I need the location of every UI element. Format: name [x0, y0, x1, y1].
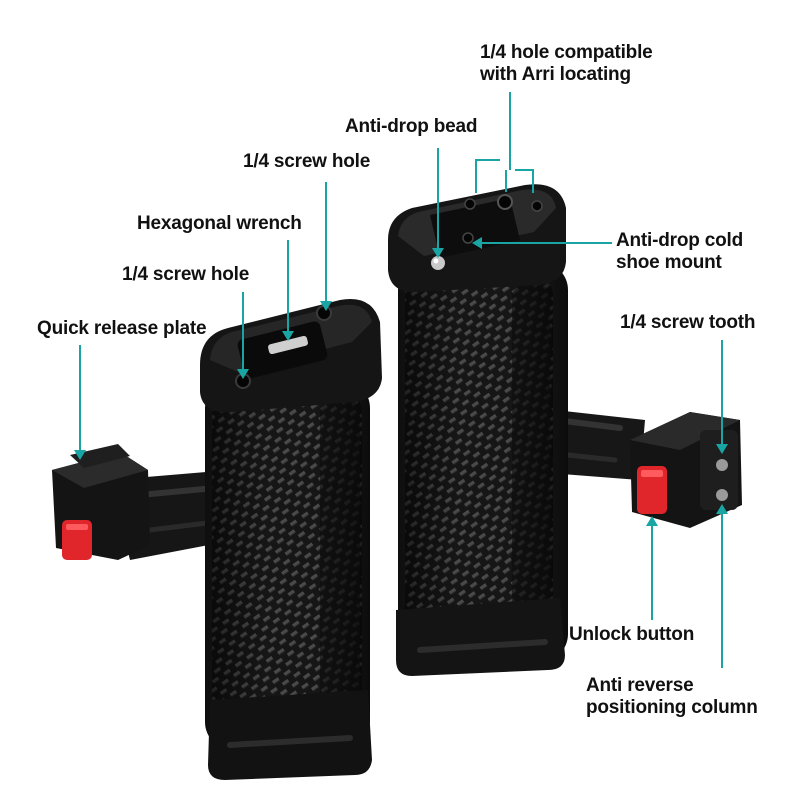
anti-drop-bead-shape — [431, 256, 445, 270]
right-unlock-button-shape — [637, 466, 667, 514]
arri-hole-label-line2: with Arri locating — [480, 64, 631, 85]
cold-shoe-label-line1: Anti-drop cold — [616, 230, 744, 251]
anti-drop-bead-label: Anti-drop bead — [345, 116, 478, 137]
hex-wrench-shape — [268, 335, 308, 355]
anti-reverse-label: Anti reverse positioning column — [586, 675, 758, 719]
left-handle — [52, 298, 382, 780]
arri-hole-label: 1/4 hole compatible with Arri locating — [480, 42, 653, 86]
screw-hole-top-label: 1/4 screw hole — [243, 151, 371, 172]
quick-release-label: Quick release plate — [37, 318, 207, 339]
screw-hole-lower-label: 1/4 screw hole — [122, 264, 250, 285]
anti-reverse-label-line2: positioning column — [586, 697, 758, 718]
right-handle — [388, 184, 742, 676]
callout-lines — [74, 92, 728, 668]
cold-shoe-label-line2: shoe mount — [616, 252, 722, 273]
screw-tooth-label: 1/4 screw tooth — [620, 312, 756, 333]
hex-wrench-label: Hexagonal wrench — [137, 213, 302, 234]
cold-shoe-label: Anti-drop cold shoe mount — [616, 230, 743, 274]
anti-reverse-label-line1: Anti reverse — [586, 675, 694, 696]
unlock-button-label: Unlock button — [569, 624, 695, 645]
arri-hole-label-line1: 1/4 hole compatible — [480, 42, 653, 63]
